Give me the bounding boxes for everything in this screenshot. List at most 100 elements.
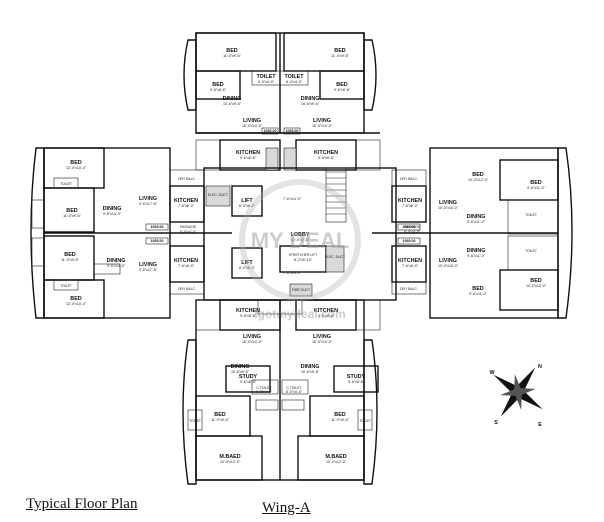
room-dim-bottom-right-study: 9'-6"x8'-6" [348,380,365,384]
dry-balc-right-1: DRY BALC. [400,177,418,181]
room-name-right-top-bed2: BED [472,172,483,178]
lift-2-shaft [231,247,263,279]
ctoilet-left-label: C.TOILET [256,386,271,390]
room-dim-top-left-kitchen: 9'-6"x8'-6" [240,156,257,160]
room-dim-top-right-bed: 11'-0"x9'-6" [331,54,350,58]
bottom-left-mbed-room [195,435,263,481]
right-dry-balc-1 [391,169,427,187]
top-shaft-right [283,147,297,171]
room-name-bottom-left-dining: DINING [231,364,250,370]
left-balcony-1 [31,199,45,229]
compass-s: S [494,420,498,426]
room-name-bottom-right-kitchen: KITCHEN [314,308,338,314]
dry-balc-left-1: DRY BALC. [178,177,196,181]
room-dim-bottom-left-living: 16'-0"x10'-0" [242,340,263,344]
room-dim-bottom-left-bed: 11'-0"x9'-6" [211,418,230,422]
room-name-bottom-right-dining: DINING [301,364,320,370]
room-name-top-right-dining: DINING [301,96,320,102]
top-shaft-left [265,147,279,171]
room-name-left-top-living: LIVING [139,196,157,202]
room-dim-left-bottom-kitchen: 7'-6"x8'-0" [178,264,195,268]
room-dim-top-right-dining: 10'-6"x9'-6" [301,102,320,106]
room-name-top-left-bed2: BED [212,82,223,88]
room-dim-left-bottom-bed: 11'-0"x9'-6" [61,258,80,262]
room-dim-left-bottom-bed2: 12'-0"x10'-0" [66,302,87,306]
room-dim-bottom-right-dining: 10'-6"x9'-6" [301,370,320,374]
room-dim-bottom-left-study: 9'-6"x8'-6" [240,380,257,384]
stair-dim-1: 7'-6"x14'-0" [283,197,302,201]
top-dim-tag-box [261,127,279,135]
room-name-right-bottom-living: LIVING [439,258,457,264]
lift-2-dim: 6'-0"x6'-2" [239,266,256,270]
compass-star-minor-2 [514,374,522,410]
right-bottom-toilet-room [507,235,559,271]
room-dim-top-right-living: 16'-0"x10'-0" [312,124,333,128]
room-dim-bottom-left-kitchen: 9'-6"x8'-6" [240,314,257,318]
left-wing-curve [30,147,45,319]
room-dim-right-bottom-kitchen: 7'-6"x8'-0" [402,264,419,268]
room-dim-left-top-kitchen: 7'-6"x8'-0" [178,204,195,208]
top-left-bed2-room [195,70,241,100]
room-dim-left-bottom-dining: 9'-6"x14'-0" [107,264,126,268]
room-name-bottom-left-mbed: M.BAED [219,454,240,460]
fire-duct [289,283,313,297]
room-dim-right-top-kitchen: 7'-6"x8'-0" [402,204,419,208]
room-dim-right-bottom-bed2: 10'-0"x12'-0" [526,284,547,288]
room-name-left-bottom-kitchen: KITCHEN [174,258,198,264]
dim-tag-0: 1065.00 [264,129,277,133]
left-passage [93,263,121,275]
top-dim-tag-box-2 [283,127,301,135]
passage-dim-left: 8'-0"x4'-0" [180,230,197,234]
room-name-top-left-living: LIVING [243,118,261,124]
room-dim-top-left-dining: 10'-6"x9'-6" [223,102,242,106]
room-name-left-bottom-bed: BED [64,252,75,258]
compass-w: W [489,370,495,376]
right-dry-balc-2 [391,281,427,295]
top-left-curve [183,39,197,111]
room-name-bottom-left-study: STUDY [239,374,258,380]
dim-tag-3: 1065.00 [151,239,164,243]
room-dim-right-bottom-dining: 9'-6"x11'-0" [467,254,486,258]
stair-dim-2: 7'-6"x14'-0" [283,271,302,275]
room-dim-left-bottom-living: 9'-6"x17'-6" [139,268,158,272]
room-name-top-right-kitchen: KITCHEN [314,150,338,156]
room-dim-right-top-living: 10'-0"x16'-0" [438,206,459,210]
room-name-right-bottom-kitchen: KITCHEN [398,258,422,264]
top-right-bed-room [283,32,365,72]
left-toilet-1 [53,177,79,189]
room-name-top-right-toilet: TOILET [284,74,304,80]
plan-walls [30,32,573,485]
dim-tag-1: 1065.00 [286,129,299,133]
room-dim-right-top-bed: 9'-6"x11'-0" [527,186,546,190]
room-name-right-bottom-bed2: BED [530,278,541,284]
top-right-bed2-room [319,70,365,100]
lift-1-shaft [231,185,263,217]
bottom-left-study-room [225,365,271,393]
room-name-bottom-right-living: LIVING [313,334,331,340]
room-name-bottom-right-bed: BED [334,412,345,418]
room-dim-bottom-right-living: 16'-0"x10'-0" [312,340,333,344]
room-dim-top-left-bed2: 9'-6"x8'-6" [210,88,227,92]
bottom-right-curve [363,339,378,485]
bottom-right-toilet-2 [281,399,305,411]
top-left-balcony [195,139,221,171]
room-name-bottom-right-study: STUDY [347,374,366,380]
left-toilet-2 [53,279,79,291]
room-dim-right-bottom-bed: 9'-6"x11'-0" [469,292,488,296]
bottom-left-toilet-room [187,409,203,431]
bottom-right-study-room [333,365,379,393]
room-dim-top-left-bed: 11'-0"x9'-6" [223,54,242,58]
bottom-right-mbed-room [297,435,365,481]
room-dim-left-top-living: 9'-6"x17'-6" [139,202,158,206]
room-name-right-top-bed: BED [530,180,541,186]
lobby-dim: 42'-0"x7'-6" [291,238,310,242]
right-dim-tag-2 [397,237,421,245]
elec-duct-label: ELEC. DUCT [208,193,228,197]
room-dim-top-right-bed2: 9'-6"x8'-6" [334,88,351,92]
room-name-left-top-dining: DINING [103,206,122,212]
bottom-core-passage [257,299,303,315]
plan-labels: BED11'-0"x9'-6"BED9'-6"x8'-6"TOILET6'-0"… [60,48,547,464]
plan-title: Typical Floor Plan [26,496,138,512]
stair-top [325,167,347,223]
